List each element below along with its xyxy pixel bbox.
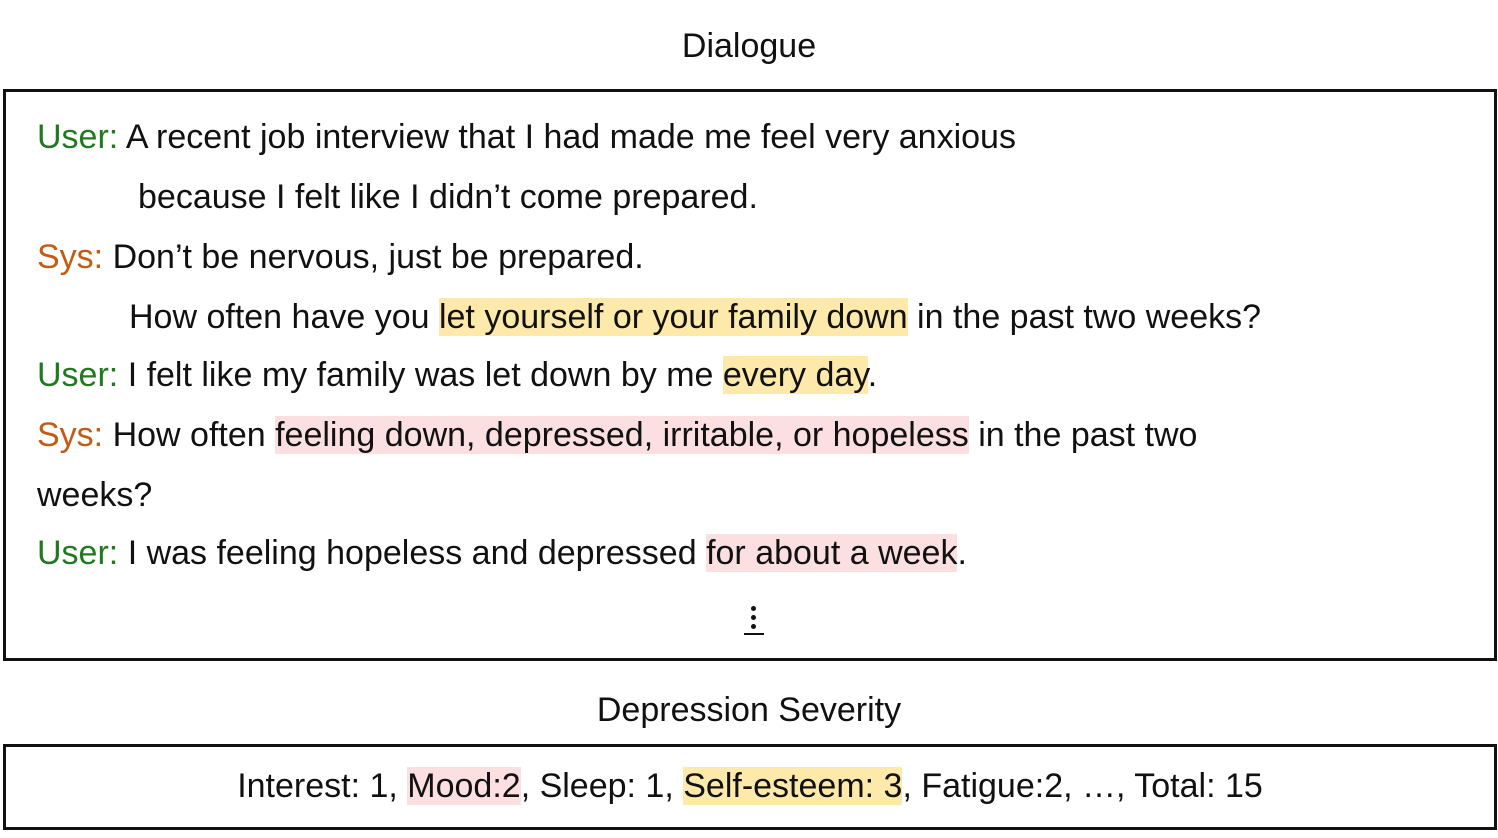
dialogue-turn-4-continued: weeks? <box>37 470 152 520</box>
user-speaker-label: User: <box>37 534 119 572</box>
turn-text: in the past two weeks? <box>907 298 1262 336</box>
turn-text: because I felt like I didn’t come prepar… <box>138 178 758 216</box>
dialogue-title: Dialogue <box>681 27 817 65</box>
highlight-mood-question: feeling down, depressed, irritable, or h… <box>275 416 969 454</box>
dialogue-turn-5: User: I was feeling hopeless and depress… <box>37 528 967 578</box>
turn-text: . <box>867 356 878 394</box>
highlight-mood-answer: for about a week <box>706 534 958 572</box>
severity-scores: Interest: 1, Mood:2, Sleep: 1, Self-este… <box>6 761 1494 811</box>
dialogue-turn-1-continued: because I felt like I didn’t come prepar… <box>138 172 758 222</box>
severity-panel: Interest: 1, Mood:2, Sleep: 1, Self-este… <box>3 744 1497 830</box>
sys-speaker-label: Sys: <box>37 238 104 276</box>
mood-score: Mood:2 <box>407 767 521 805</box>
severity-title: Depression Severity <box>596 691 902 729</box>
turn-text: in the past two <box>968 416 1198 454</box>
dialogue-turn-4: Sys: How often feeling down, depressed, … <box>37 410 1197 460</box>
turn-text: Don’t be nervous, just be prepared. <box>112 238 644 276</box>
severity-text: , Fatigue:2, …, Total: 15 <box>902 767 1263 805</box>
user-speaker-label: User: <box>37 356 119 394</box>
dialogue-turn-1: User: A recent job interview that I had … <box>37 112 1016 162</box>
self-esteem-score: Self-esteem: 3 <box>683 767 903 805</box>
dialogue-turn-3: User: I felt like my family was let down… <box>37 350 877 400</box>
sys-speaker-label: Sys: <box>37 416 104 454</box>
severity-text: , Sleep: 1, <box>520 767 684 805</box>
dialogue-turn-2: Sys: Don’t be nervous, just be prepared. <box>37 232 644 282</box>
turn-text: How often have you <box>129 298 439 336</box>
severity-text: Interest: 1, <box>237 767 408 805</box>
dialogue-panel: User: A recent job interview that I had … <box>3 89 1497 661</box>
ellipsis-icon <box>741 600 767 636</box>
turn-text: I felt like my family was let down by me <box>127 356 723 394</box>
highlight-self-esteem-answer: every day <box>722 356 868 394</box>
user-speaker-label: User: <box>37 118 119 156</box>
highlight-self-esteem-question: let yourself or your family down <box>438 298 908 336</box>
turn-text: . <box>957 534 967 572</box>
turn-text: I was feeling hopeless and depressed <box>127 534 707 572</box>
turn-text: weeks? <box>37 476 153 514</box>
turn-text: A recent job interview that I had made m… <box>125 118 1016 156</box>
turn-text: How often <box>112 416 276 454</box>
dialogue-turn-2-continued: How often have you let yourself or your … <box>129 292 1261 342</box>
